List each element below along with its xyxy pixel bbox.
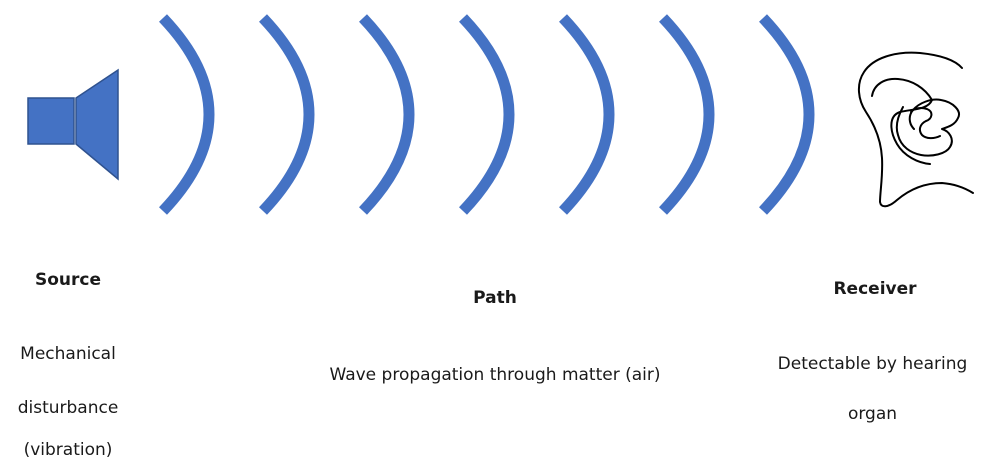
speaker-icon <box>27 68 119 181</box>
path-heading: Path <box>473 288 517 308</box>
sound-wave-arc <box>359 14 415 215</box>
sound-wave-arc <box>559 14 615 215</box>
sound-wave-arc <box>759 14 815 215</box>
speaker-cone <box>75 68 119 181</box>
source-heading: Source <box>34 270 102 290</box>
ear-icon <box>858 51 974 208</box>
source-description-line: disturbance <box>17 398 119 418</box>
sound-wave-arc <box>159 14 215 215</box>
receiver-description-line: Detectable by hearing <box>777 354 968 374</box>
sound-wave-arc <box>459 14 515 215</box>
sound-waves <box>159 14 815 215</box>
receiver-description-line: organ <box>847 404 898 424</box>
ear-inner-fold <box>895 98 960 157</box>
ear-canal <box>910 107 941 140</box>
source-description-line: Mechanical <box>20 344 116 364</box>
sound-wave-arc <box>259 14 315 215</box>
ear-outer-helix <box>858 51 974 208</box>
source-description-line: (vibration) <box>23 440 113 460</box>
speaker-magnet <box>27 97 75 145</box>
sound-wave-arc <box>659 14 715 215</box>
path-description: Wave propagation through matter (air) <box>329 365 661 385</box>
receiver-heading: Receiver <box>833 279 917 299</box>
